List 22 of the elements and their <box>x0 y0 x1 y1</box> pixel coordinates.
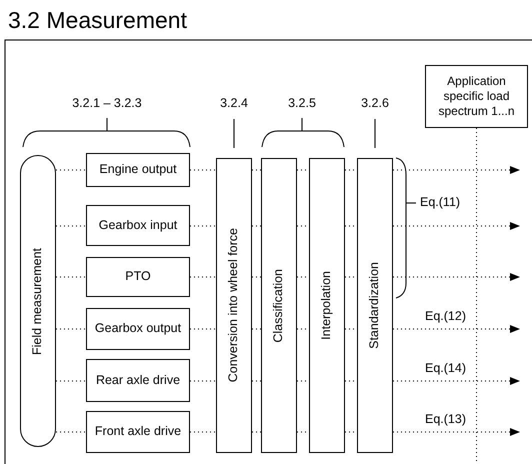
section-number: 3.2.4 <box>220 96 248 110</box>
edge-label: Eq.(14) <box>425 361 466 375</box>
process-box: PTO <box>86 257 190 297</box>
section-number: 3.2.5 <box>288 96 316 110</box>
process-column: Standardization <box>357 158 393 453</box>
edge-label: Eq.(12) <box>425 309 466 323</box>
process-box: Front axle drive <box>86 411 190 453</box>
rounded-process-box: Field measurement <box>20 155 56 447</box>
process-column: Conversion into wheel force <box>216 158 252 453</box>
process-box: Engine output <box>86 153 190 187</box>
process-box: Gearbox output <box>86 308 190 350</box>
section-number: 3.2.1 – 3.2.3 <box>72 96 142 110</box>
section-title: 3.2 Measurement <box>8 7 187 34</box>
section-number: 3.2.6 <box>361 96 389 110</box>
output-box: Application specific load spectrum 1...n <box>425 65 528 128</box>
process-column: Interpolation <box>309 158 345 453</box>
process-box: Rear axle drive <box>86 359 190 402</box>
dotted-connector <box>476 128 477 462</box>
equation-reference: Eq.(11) <box>420 195 460 209</box>
process-box: Gearbox input <box>86 205 190 246</box>
edge-label: Eq.(13) <box>425 412 466 426</box>
process-column: Classification <box>261 158 297 453</box>
